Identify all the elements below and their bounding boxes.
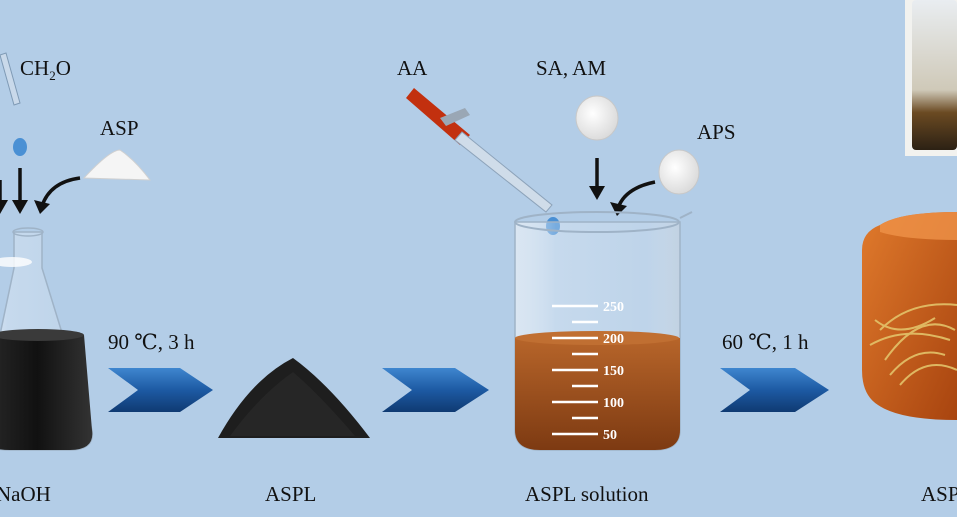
flow-arrow-3: [720, 368, 829, 412]
final-product-label: ASP: [921, 482, 957, 506]
sa-am-disc-icon: [575, 95, 619, 141]
aps-label: APS: [697, 120, 736, 144]
aa-dropper-icon: [406, 88, 560, 235]
sa-am-label: SA, AM: [536, 56, 607, 80]
beaker-input-arrows: [589, 158, 656, 216]
beaker-icon: [514, 211, 693, 451]
flask-naoh-icon: [0, 227, 94, 451]
aspl-solution-label: ASPL solution: [525, 482, 649, 506]
beaker-scale-250: 250: [603, 300, 624, 315]
hydrogel-cube-icon: [862, 212, 957, 420]
vial-photo: [905, 0, 957, 156]
flow-arrow-2: [382, 368, 489, 412]
aspl-powder-icon: [218, 358, 370, 438]
aspl-label: ASPL: [265, 482, 317, 506]
flask-input-arrows: [0, 168, 81, 214]
flow-arrow-1: [108, 368, 213, 412]
beaker-scale-150: 150: [603, 364, 624, 379]
asp-powder-icon: [82, 149, 152, 181]
beaker-scale-200: 200: [603, 332, 624, 347]
step3-condition: 60 ℃, 1 h: [722, 330, 809, 354]
beaker-scale-100: 100: [603, 396, 624, 411]
naoh-label: NaOH: [0, 482, 51, 506]
step1-condition: 90 ℃, 3 h: [108, 330, 195, 354]
aa-label: AA: [397, 56, 428, 80]
asp-label: ASP: [100, 116, 139, 140]
ch2o-dropper-icon: [0, 52, 27, 156]
ch2o-label: CH2O: [20, 56, 71, 84]
beaker-scale: 250 200 150 100 50: [603, 300, 624, 443]
aps-disc-icon: [658, 149, 700, 195]
beaker-scale-50: 50: [603, 428, 617, 443]
